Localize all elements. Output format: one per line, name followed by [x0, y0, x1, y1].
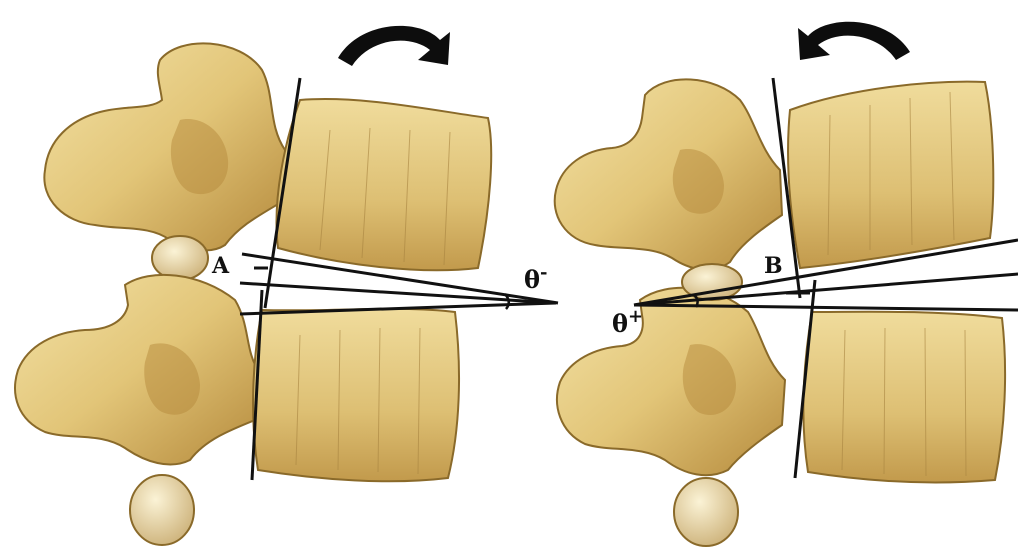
theta-minus-sign: - [540, 262, 547, 283]
left-upper-vertebral-body [277, 99, 492, 270]
left-upper-facet-head [152, 236, 208, 280]
point-a-label: A [211, 253, 230, 279]
curved-arrow-counterclockwise-icon [798, 22, 910, 60]
curved-arrow-clockwise-icon [338, 26, 450, 66]
right-upper-vertebral-body [788, 82, 993, 268]
left-lower-facet-head [130, 475, 194, 545]
theta-minus-label: θ- [524, 262, 548, 294]
right-lower-facet-head [674, 478, 738, 546]
right-lower-vertebral-body [803, 312, 1005, 483]
left-upper-posterior-elements [44, 43, 285, 250]
right-lower-posterior-elements [557, 288, 785, 475]
theta-minus-arc [505, 294, 509, 309]
left-lower-posterior-elements [15, 275, 258, 465]
left-lower-vertebral-body [253, 309, 459, 481]
theta-minus-symbol: θ [524, 265, 540, 294]
right-upper-posterior-elements [555, 79, 782, 269]
theta-plus-sign: + [628, 306, 643, 327]
theta-plus-label: θ+ [612, 306, 643, 338]
point-b-label: B [764, 253, 783, 279]
theta-plus-symbol: θ [612, 309, 628, 338]
